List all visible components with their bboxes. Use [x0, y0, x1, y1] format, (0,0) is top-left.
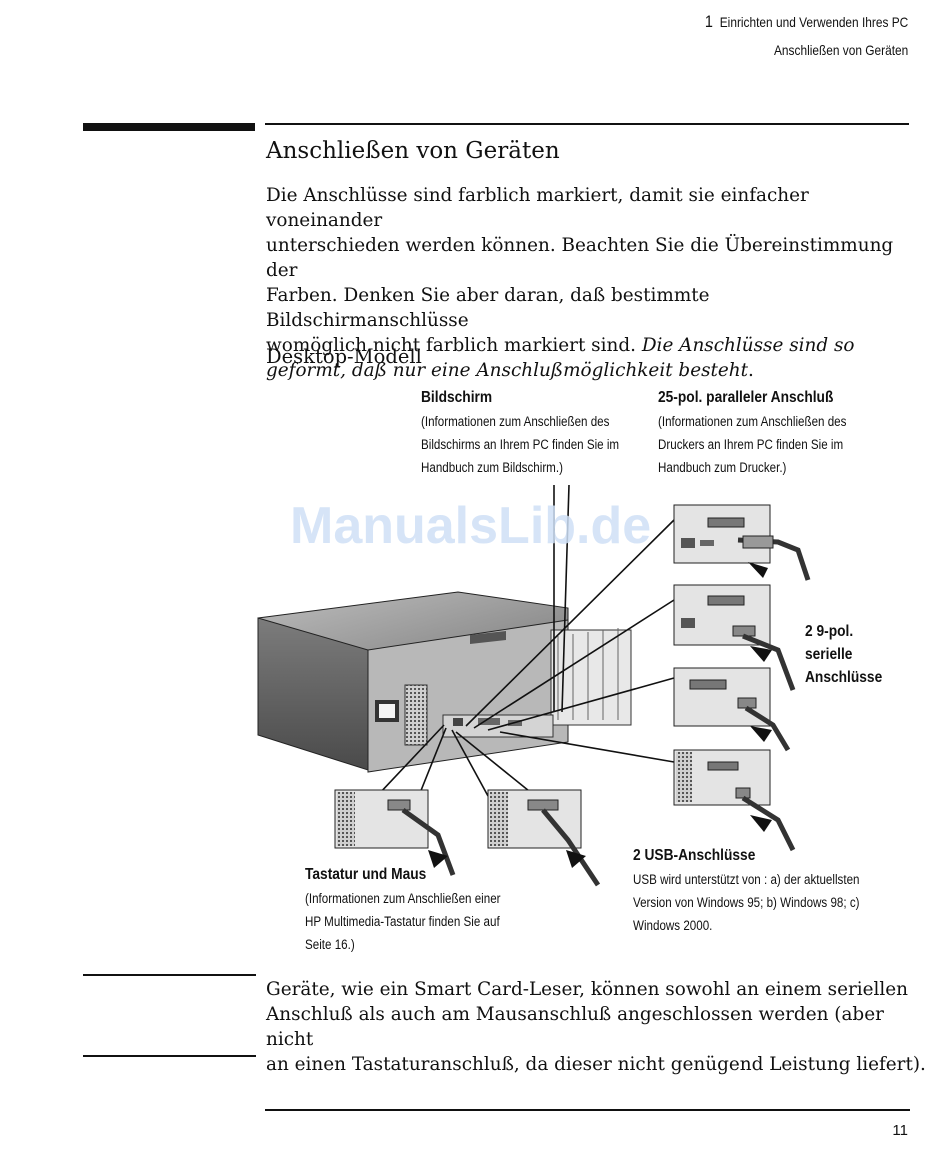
serial-heading-line: serielle: [805, 646, 853, 663]
intro-line: unterschieden werden können. Beachten Si…: [266, 235, 894, 281]
desc-line: Druckers an Ihrem PC finden Sie im: [658, 437, 844, 452]
leader-lines: [377, 484, 675, 799]
chapter-number: 1: [704, 12, 713, 31]
section-title: Anschließen von Geräten: [266, 138, 560, 164]
note-rule-top: [83, 974, 256, 976]
monitor-description: (Informationen zum Anschließen des Bilds…: [421, 410, 619, 479]
running-header: 1 Einrichten und Verwenden Ihres PC Ansch…: [669, 12, 908, 58]
usb-description: USB wird unterstützt von : a) der aktuel…: [633, 868, 860, 937]
desc-line: Windows 2000.: [633, 918, 713, 933]
intro-line: Die Anschlüsse sind farblich markiert, d…: [266, 185, 809, 231]
note-line: Geräte, wie ein Smart Card-Leser, können…: [266, 979, 909, 1000]
parallel-port-callout: 25-pol. paralleler Anschluß (Information…: [658, 389, 877, 479]
desc-line: Version von Windows 95; b) Windows 98; c…: [633, 895, 860, 910]
zoom-panel-parallel: [673, 504, 811, 581]
keyboard-mouse-callout: Tastatur und Maus (Informationen zum Ans…: [305, 866, 532, 956]
zoom-panel-usb-front: [487, 789, 601, 887]
chapter-title: Einrichten und Verwenden Ihres PC: [719, 14, 908, 30]
intro-line: womöglich nicht farblich markiert sind.: [266, 335, 642, 356]
intro-paragraph: Die Anschlüsse sind farblich markiert, d…: [266, 183, 916, 383]
monitor-callout: Bildschirm (Informationen zum Anschließe…: [421, 389, 651, 479]
note-line: Anschluß als auch am Mausanschluß angesc…: [266, 1004, 884, 1050]
keyboard-heading: Tastatur und Maus: [305, 866, 427, 883]
subsection-title: Desktop-Modell: [266, 345, 422, 368]
desc-line: Seite 16.): [305, 937, 355, 952]
monitor-heading: Bildschirm: [421, 389, 493, 406]
intro-line: Farben. Denken Sie aber daran, daß besti…: [266, 285, 710, 331]
serial-ports-callout: 2 9-pol. serielle Anschlüsse: [805, 620, 895, 689]
watermark-text: ManualsLib.de: [290, 497, 652, 555]
zoom-panel-keyboard: [334, 789, 456, 876]
thick-rule: [83, 123, 255, 131]
serial-heading-line: Anschlüsse: [805, 669, 883, 686]
note-paragraph: Geräte, wie ein Smart Card-Leser, können…: [266, 977, 926, 1077]
intro-italic: geformt, daß nur eine Anschlußmöglichkei…: [266, 360, 749, 381]
page-number: 11: [892, 1122, 908, 1139]
keyboard-description: (Informationen zum Anschließen einer HP …: [305, 887, 501, 956]
desc-line: (Informationen zum Anschließen einer: [305, 891, 501, 906]
parallel-heading: 25-pol. paralleler Anschluß: [658, 389, 834, 406]
footer-rule: [265, 1109, 910, 1111]
note-rule-bottom: [83, 1055, 256, 1057]
desc-line: (Informationen zum Anschließen des: [421, 414, 610, 429]
zoom-panel-serial-1: [673, 584, 796, 691]
desc-line: HP Multimedia-Tastatur finden Sie auf: [305, 914, 500, 929]
desc-line: Handbuch zum Drucker.): [658, 460, 787, 475]
zoom-panel-usb: [673, 749, 796, 852]
usb-heading: 2 USB-Anschlüsse: [633, 847, 756, 864]
desc-line: USB wird unterstützt von : a) der aktuel…: [633, 872, 860, 887]
desc-line: Bildschirms an Ihrem PC finden Sie im: [421, 437, 620, 452]
intro-italic: Die Anschlüsse sind so: [641, 335, 855, 356]
zoom-panel-serial-2: [673, 667, 791, 752]
intro-end: .: [748, 360, 754, 381]
pc-case: [257, 591, 632, 773]
desc-line: (Informationen zum Anschließen des: [658, 414, 847, 429]
serial-heading-line: 2 9-pol.: [805, 623, 854, 640]
chapter-heading: 1 Einrichten und Verwenden Ihres PC: [705, 12, 908, 32]
running-section-title: Anschließen von Geräten: [773, 42, 908, 58]
note-line: an einen Tastaturanschluß, da dieser nic…: [266, 1054, 926, 1075]
usb-callout: 2 USB-Anschlüsse USB wird unterstützt vo…: [633, 847, 896, 937]
section-rule: [265, 123, 909, 125]
parallel-description: (Informationen zum Anschließen des Druck…: [658, 410, 846, 479]
desc-line: Handbuch zum Bildschirm.): [421, 460, 563, 475]
desktop-connection-illustration: [257, 484, 811, 887]
